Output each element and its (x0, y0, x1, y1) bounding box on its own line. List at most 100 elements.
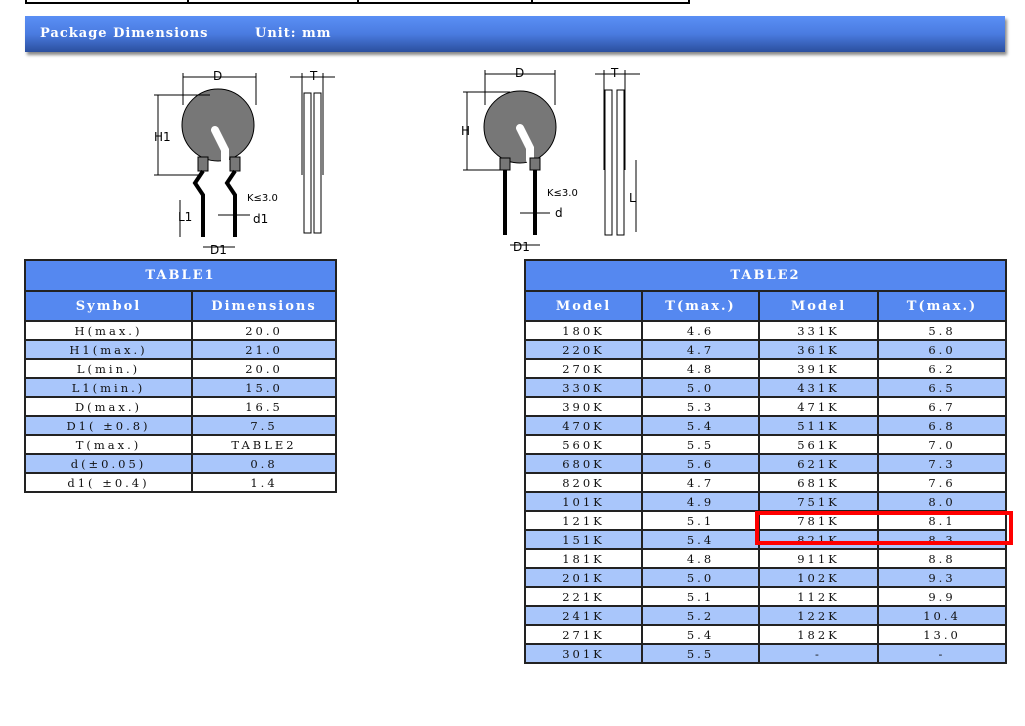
label-D: D (515, 66, 524, 80)
table-cell: 8.1 (877, 510, 1007, 531)
label-D: D (213, 69, 222, 83)
table-cell: 9.3 (877, 567, 1007, 588)
table-cell: 621K (758, 453, 879, 474)
table-cell: 201K (524, 567, 643, 588)
table-row: L(min.)20.0 (24, 358, 337, 379)
table-cell: L(min.) (24, 358, 193, 379)
table-cell: 511K (758, 415, 879, 436)
table-cell: 4.7 (641, 339, 760, 360)
label-D1: D1 (210, 243, 227, 257)
table-cell: 181K (524, 548, 643, 569)
table-cell: 911K (758, 548, 879, 569)
table-cell: 21.0 (191, 339, 337, 360)
table-cell: H1(max.) (24, 339, 193, 360)
table-cell: 241K (524, 605, 643, 626)
table-cell: 8.0 (877, 491, 1007, 512)
table-cell: 5.4 (641, 529, 760, 550)
table-cell: 5.8 (877, 320, 1007, 341)
table-cell: 271K (524, 624, 643, 645)
section-banner: Package Dimensions Unit: mm (25, 16, 1005, 52)
table-cell: 5.3 (641, 396, 760, 417)
table-cell: 220K (524, 339, 643, 360)
table-cell: 0.8 (191, 453, 337, 474)
table-cell: T(max.) (24, 434, 193, 455)
table2-header: T(max.) (877, 290, 1007, 322)
table-cell: - (877, 643, 1007, 664)
table-cell: 6.7 (877, 396, 1007, 417)
table-cell: D(max.) (24, 396, 193, 417)
kinked-lead-diagram: D T H1 K≤3.0 L1 d1 D1 (154, 69, 335, 257)
table-cell: 680K (524, 453, 643, 474)
table-cell: 5.4 (641, 415, 760, 436)
table-cell: 4.8 (641, 358, 760, 379)
table-cell: 13.0 (877, 624, 1007, 645)
table-cell: 6.8 (877, 415, 1007, 436)
table-cell: 6.2 (877, 358, 1007, 379)
table-cell: 390K (524, 396, 643, 417)
table-cell: 151K (524, 529, 643, 550)
straight-lead-diagram: D T H K≤3.0 L d D1 (461, 66, 640, 254)
table-row: D(max.)16.5 (24, 396, 337, 417)
table2-title: TABLE2 (524, 259, 1007, 292)
table-cell: 5.6 (641, 453, 760, 474)
label-T: T (309, 69, 318, 83)
table-cell: 5.2 (641, 605, 760, 626)
table-cell: 7.5 (191, 415, 337, 436)
table-cell: 182K (758, 624, 879, 645)
table-row: d1( ±0.4)1.4 (24, 472, 337, 493)
table-cell: 471K (758, 396, 879, 417)
label-H1: H1 (154, 130, 171, 144)
table-cell: 5.1 (641, 586, 760, 607)
table-cell: d1( ±0.4) (24, 472, 193, 493)
table-row: D1( ±0.8)7.5 (24, 415, 337, 436)
table-cell: 5.0 (641, 377, 760, 398)
label-L1: L1 (178, 210, 192, 224)
table-cell: 391K (758, 358, 879, 379)
table-cell: 751K (758, 491, 879, 512)
table-cell: 5.5 (641, 643, 760, 664)
table-cell: 5.5 (641, 434, 760, 455)
table2-header: Model (524, 290, 643, 322)
table-cell: 101K (524, 491, 643, 512)
table1-header: Dimensions (191, 290, 337, 322)
label-d: d (555, 206, 563, 220)
table-cell: 121K (524, 510, 643, 531)
label-K: K≤3.0 (547, 188, 578, 199)
table-cell: TABLE2 (191, 434, 337, 455)
table-cell: 5.4 (641, 624, 760, 645)
label-T: T (610, 66, 619, 80)
table-cell: 4.8 (641, 548, 760, 569)
table-cell: 301K (524, 643, 643, 664)
table2-header: Model (758, 290, 879, 322)
table-cell: 6.5 (877, 377, 1007, 398)
table-cell: 561K (758, 434, 879, 455)
table-cell: 361K (758, 339, 879, 360)
label-H: H (461, 124, 470, 138)
table-cell: 560K (524, 434, 643, 455)
table-row: H1(max.)21.0 (24, 339, 337, 360)
table1-title: TABLE1 (24, 259, 337, 292)
table-row: L1(min.)15.0 (24, 377, 337, 398)
table-cell: d(±0.05) (24, 453, 193, 474)
table-cell: 16.5 (191, 396, 337, 417)
table-cell: 9.9 (877, 586, 1007, 607)
table-cell: 15.0 (191, 377, 337, 398)
table-cell: 820K (524, 472, 643, 493)
table-cell: 221K (524, 586, 643, 607)
table-cell: 7.3 (877, 453, 1007, 474)
table-cell: 1.4 (191, 472, 337, 493)
